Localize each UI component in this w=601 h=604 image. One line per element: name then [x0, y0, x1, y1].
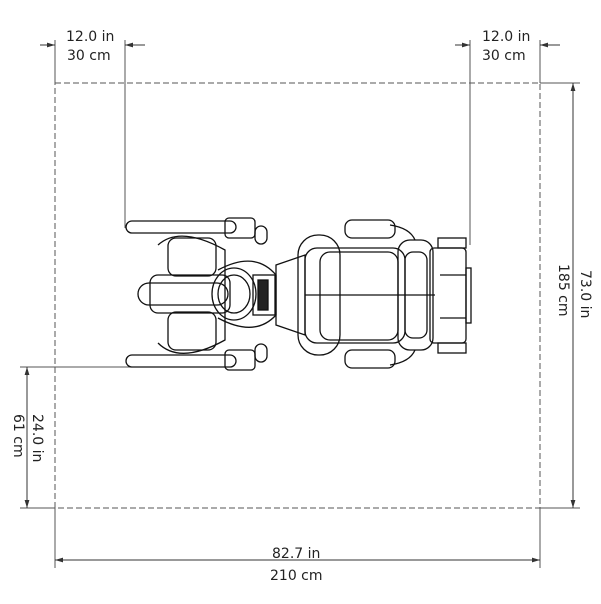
top-left-dim-in: 12.0 in [66, 29, 115, 45]
top-right-dim-in: 12.0 in [482, 29, 531, 45]
left-dim-cm: 61 cm [10, 414, 26, 458]
left-dim-in: 24.0 in [29, 414, 45, 463]
extension-lines [20, 40, 580, 568]
dimension-lines [24, 42, 576, 563]
right-dim-in: 73.0 in [577, 270, 593, 319]
top-left-dim-cm: 30 cm [67, 48, 111, 64]
bottom-dim-cm: 210 cm [270, 568, 323, 584]
right-dim-cm: 185 cm [555, 264, 571, 317]
machine-top-view [125, 217, 472, 371]
footprint-outline [54, 82, 541, 509]
top-right-dim-cm: 30 cm [482, 48, 526, 64]
bottom-dim-in: 82.7 in [272, 546, 321, 562]
